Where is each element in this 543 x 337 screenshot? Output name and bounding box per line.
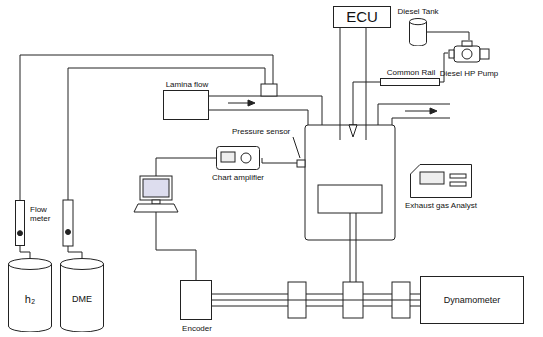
computer-screen <box>143 179 169 197</box>
valve <box>340 125 341 140</box>
flow-meter: Flow meter <box>15 200 25 246</box>
connector <box>20 246 30 258</box>
node-label: Diesel HP Pump <box>440 69 499 78</box>
pump-top <box>462 41 472 46</box>
node-outline <box>448 40 490 66</box>
con-rod <box>350 213 351 282</box>
injector <box>349 125 357 137</box>
h2-tank: h₂ <box>8 258 52 332</box>
hp-pump: Diesel HP Pump <box>448 40 490 66</box>
node-label: h₂ <box>25 293 35 306</box>
flow-tube <box>63 200 73 246</box>
con-rod <box>356 213 357 282</box>
node-label: Chart amplifier <box>212 173 264 182</box>
sensor-wire <box>262 158 297 163</box>
analyser-button <box>450 182 466 186</box>
encoder-box: Encoder <box>180 280 212 320</box>
connector <box>427 32 469 40</box>
exhaust-pipe <box>378 104 450 125</box>
part-label: Pressure sensor <box>232 127 290 136</box>
exhaust-pipe <box>392 118 450 125</box>
intake-pipe <box>209 110 308 125</box>
node-label: ECU <box>346 8 378 25</box>
dme-feed <box>82 252 83 258</box>
signal-wire <box>156 212 196 280</box>
cylinder-body <box>61 264 104 332</box>
lamina-flow-box: Lamina flow <box>163 90 209 120</box>
cylinder-body <box>410 22 427 46</box>
float <box>66 230 71 235</box>
diesel-tank: Diesel Tank <box>409 18 427 46</box>
pump-inlet <box>449 50 454 58</box>
pressure-sensor <box>297 160 305 167</box>
dynamometer-box: Dynamometer <box>420 276 524 324</box>
node-outline <box>16 201 24 245</box>
dme-tank: DME <box>60 258 104 332</box>
connector <box>212 300 420 301</box>
amp-case <box>217 147 260 170</box>
ecu-wire <box>366 28 367 125</box>
ecu-wire <box>340 28 341 125</box>
amp-display <box>221 152 235 162</box>
pump-rotor <box>462 49 472 59</box>
computer-keyboard <box>134 204 178 212</box>
analyser-button <box>450 174 466 178</box>
pump-head <box>480 49 489 59</box>
cylinder-top <box>61 259 104 270</box>
node-outline <box>410 164 472 198</box>
shaft <box>212 306 420 307</box>
shaft <box>212 294 420 295</box>
node-label: Dynamometer <box>444 295 501 305</box>
node-outline <box>216 146 260 170</box>
amp-knob <box>241 153 251 163</box>
piston <box>318 185 382 213</box>
signal-wire <box>156 158 216 176</box>
computer-stand <box>152 200 160 204</box>
node-label: Common Rail <box>387 68 435 77</box>
analyser-display <box>420 172 444 184</box>
node-label: Exhaust gas Analyst <box>405 201 477 210</box>
flow-arrow <box>248 100 255 106</box>
valve <box>366 125 367 140</box>
cylinder-top <box>9 259 52 270</box>
gas-analyser: Exhaust gas Analyst <box>410 164 472 198</box>
mixer <box>261 84 277 96</box>
intake-pipe <box>209 96 322 125</box>
ecu-box: ECU <box>333 6 391 28</box>
dme-feed <box>68 246 82 252</box>
pump-body <box>454 46 480 62</box>
flow-arrow <box>405 111 430 112</box>
node-label: Flow meter <box>30 205 62 223</box>
chart-amplifier: Chart amplifier <box>216 146 260 170</box>
cylinder-body <box>9 264 52 332</box>
computer-monitor <box>140 176 172 200</box>
flow-arrow <box>228 103 248 104</box>
float <box>18 231 23 236</box>
node-label: Diesel Tank <box>397 7 438 16</box>
leader-line <box>293 137 300 158</box>
cylinder-top <box>410 19 427 25</box>
node-outline <box>409 18 427 46</box>
node-label: Encoder <box>182 324 212 333</box>
common-rail: Common Rail <box>380 78 440 86</box>
analyser-case <box>411 165 472 198</box>
flow-arrow <box>430 108 437 114</box>
node-label: DME <box>72 294 92 304</box>
node-label: Lamina flow <box>166 80 209 89</box>
